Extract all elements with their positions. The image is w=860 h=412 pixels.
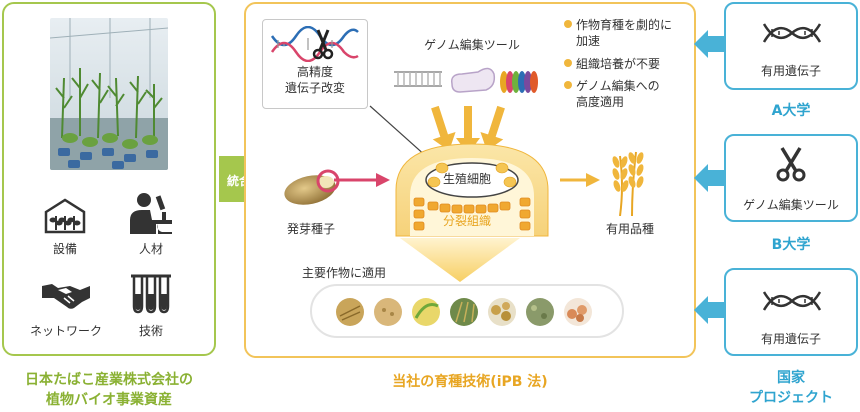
greenhouse-icon (42, 196, 88, 236)
dna-scissors-icon (270, 25, 360, 63)
asset-label-facility: 設備 (52, 242, 77, 256)
meristem-to-variety-arrow (560, 172, 600, 188)
partner-national-name: 国家 プロジェクト (724, 368, 858, 408)
precision-gene-editing-label: 高精度 遺伝子改変 (262, 64, 368, 96)
partner-a-arrow (694, 30, 724, 58)
partner-b-item: ゲノム編集ツール (743, 198, 839, 212)
bullet-dot-icon (564, 59, 572, 67)
bullet-accelerate-breeding: 作物育種を劇的に 加速 (564, 17, 694, 49)
partner-national-arrow (694, 296, 724, 324)
apply-funnel-arrow (400, 238, 520, 282)
delivery-arrows (300, 96, 540, 175)
asset-label-network: ネットワーク (29, 324, 102, 338)
precision-line1: 高精度 (296, 65, 333, 79)
bullet-advanced-genome-editing: ゲノム編集への 高度適用 (564, 78, 694, 110)
bullet-dot-icon (564, 20, 572, 28)
partner-a-item: 有用遺伝子 (760, 64, 821, 78)
partner-b-box (724, 134, 858, 222)
partner-national-name-line1: 国家 (777, 370, 805, 386)
asset-label-technology: 技術 (138, 324, 163, 338)
genome-editing-tool-title: ゲノム編集ツール (424, 38, 520, 52)
precision-gene-editing-box (262, 19, 368, 109)
partner-national-box (724, 268, 858, 356)
meristem-illustration (394, 140, 550, 240)
useful-variety-label: 有用品種 (605, 222, 654, 236)
partner-a-box (724, 2, 858, 90)
partner-b-name: B大学 (771, 237, 811, 253)
handshake-icon (40, 276, 92, 312)
researcher-icon (128, 190, 174, 234)
germinating-seed-label: 発芽種子 (286, 222, 335, 236)
bullet-dot-icon (564, 81, 572, 89)
dna-icon (762, 288, 822, 314)
scissors-icon (776, 146, 806, 182)
left-caption-line1: 日本たばこ産業株式会社の (25, 372, 193, 388)
greenhouse-photo (50, 18, 168, 170)
partner-a-name: A大学 (771, 103, 811, 119)
precision-line2: 遺伝子改変 (284, 81, 345, 95)
meristem-tissue-label: 分裂組織 (442, 214, 491, 228)
left-panel-caption: 日本たばこ産業株式会社の 植物バイオ事業資産 (0, 370, 218, 410)
bullet-no-tissue-culture: 組織培養が不要 (564, 56, 694, 72)
dna-icon (762, 20, 822, 46)
germ-cell-label: 生殖細胞 (442, 172, 491, 186)
test-tubes-icon (128, 272, 174, 316)
partner-national-item: 有用遺伝子 (760, 332, 821, 346)
seed-to-meristem-arrow (334, 172, 390, 188)
asset-label-people: 人材 (138, 242, 163, 256)
crop-samples (334, 296, 614, 328)
major-crops-title: 主要作物に適用 (302, 266, 387, 280)
ipb-method-caption: 当社の育種技術(iPB 法) (392, 374, 548, 390)
partner-national-name-line2: プロジェクト (749, 390, 833, 406)
left-caption-line2: 植物バイオ事業資産 (46, 392, 172, 408)
wheat-icon (606, 146, 656, 217)
genome-editing-tools-illustration (390, 56, 540, 100)
partner-b-arrow (694, 164, 724, 192)
